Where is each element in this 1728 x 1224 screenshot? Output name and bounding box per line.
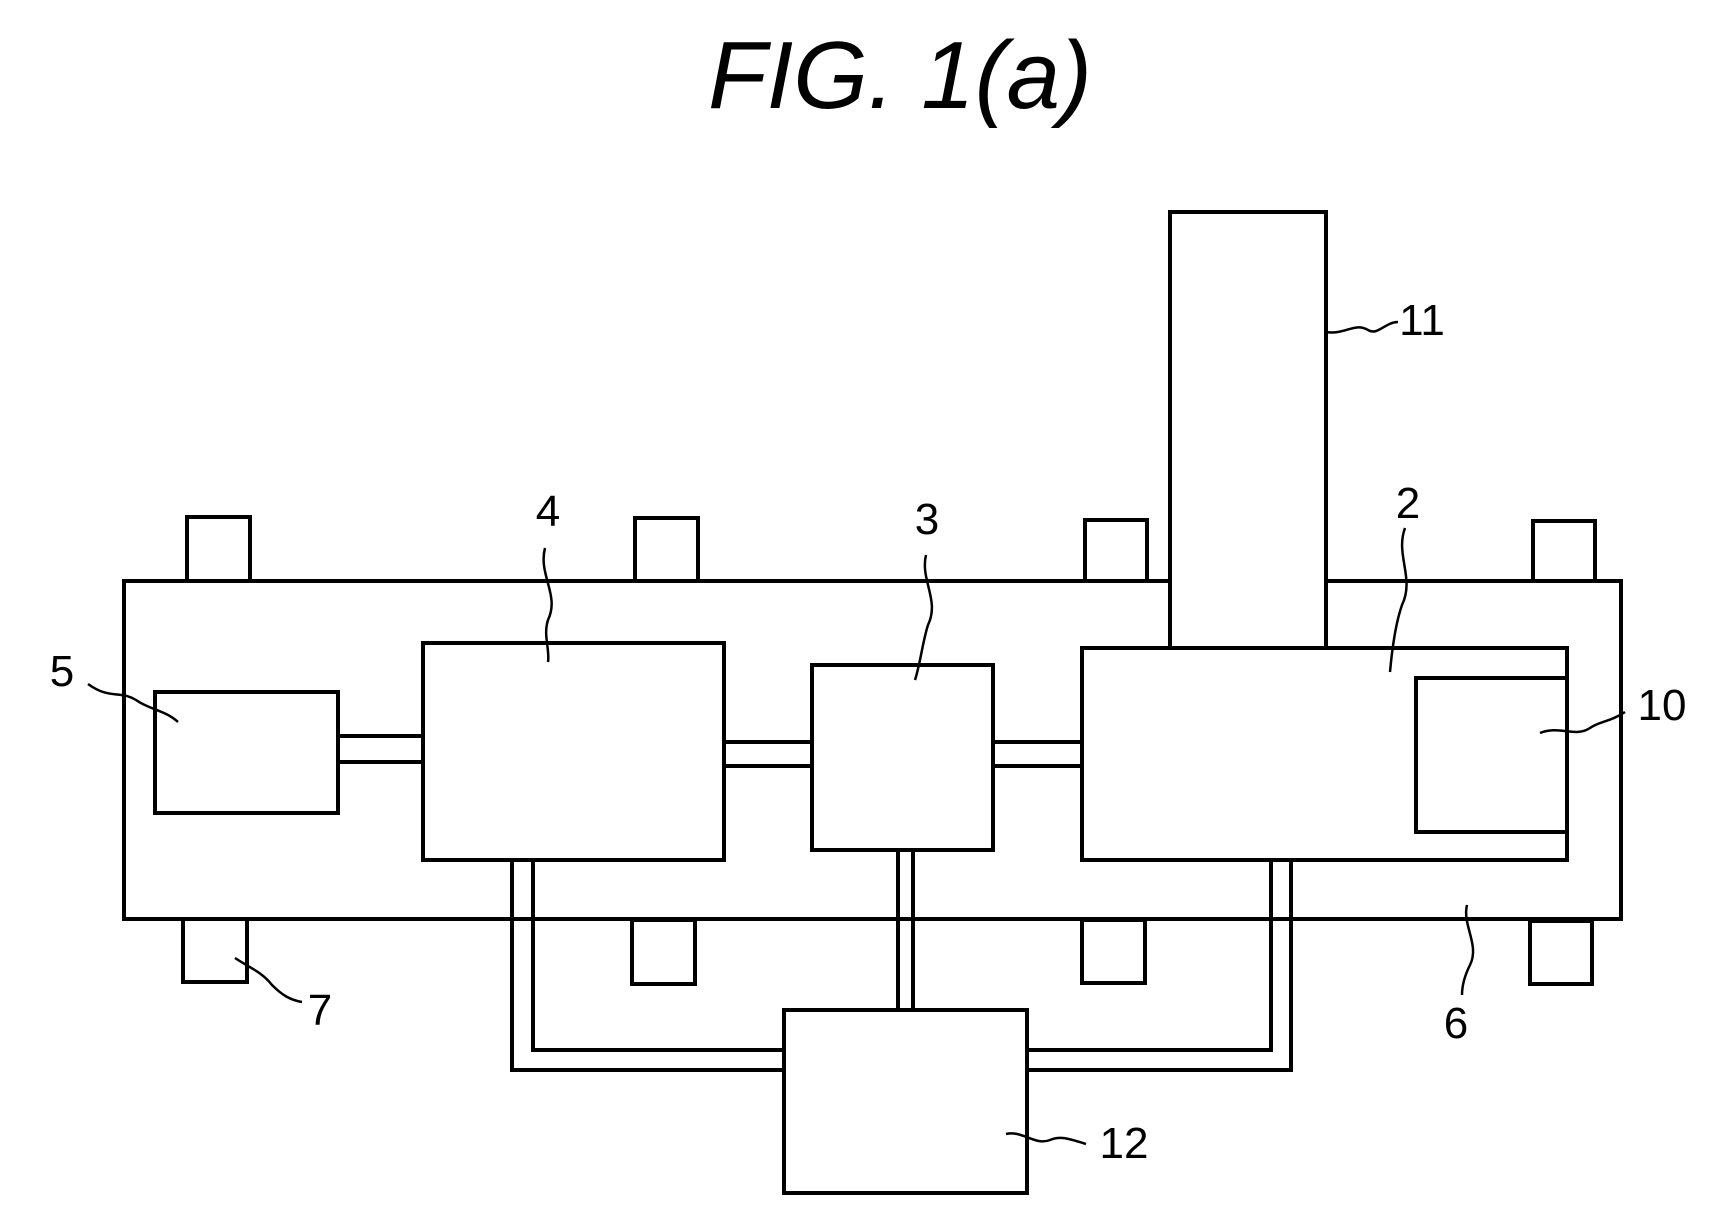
- label-2: 2: [1396, 479, 1420, 528]
- legs-top: [187, 517, 1595, 583]
- unit-10-box: [1416, 678, 1567, 832]
- label-4: 4: [536, 487, 560, 536]
- label-11: 11: [1399, 296, 1445, 345]
- leg-top-3: [1085, 520, 1147, 582]
- unit-3-box: [812, 665, 993, 850]
- legs-bottom: [183, 918, 1592, 984]
- leg-top-1: [187, 517, 250, 581]
- label-6: 6: [1444, 999, 1468, 1048]
- leg-bottom-3: [1082, 920, 1145, 983]
- label-10: 10: [1638, 681, 1687, 730]
- label-12: 12: [1100, 1119, 1149, 1168]
- figure-title: FIG. 1(a): [708, 22, 1092, 129]
- label-3: 3: [915, 495, 939, 544]
- unit-4-box: [423, 643, 724, 860]
- leg-top-2: [635, 518, 698, 581]
- leg-bottom-4: [1530, 921, 1592, 984]
- unit-5-box: [155, 692, 338, 813]
- leg-bottom-1: [183, 918, 247, 982]
- label-7: 7: [308, 986, 332, 1035]
- column-11: [1170, 212, 1326, 648]
- label-5: 5: [50, 647, 74, 696]
- leader-11: [1326, 322, 1398, 332]
- unit-12-box: [784, 1010, 1027, 1193]
- leg-bottom-2: [632, 920, 695, 984]
- leg-top-4: [1533, 521, 1595, 583]
